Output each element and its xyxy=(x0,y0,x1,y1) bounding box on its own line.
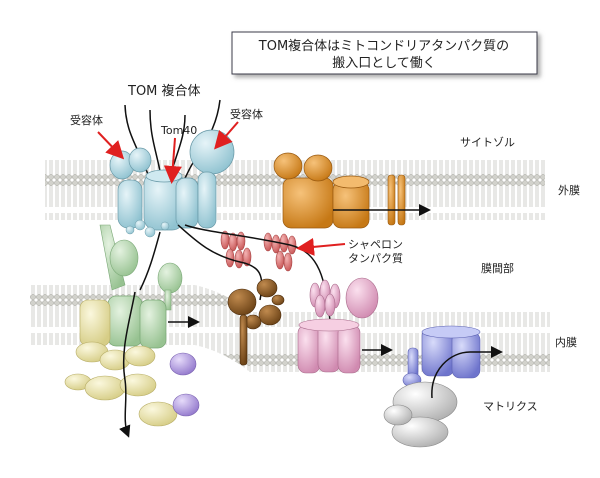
grey-matrix-protein xyxy=(383,381,458,448)
matrix-chain-right xyxy=(431,346,503,399)
label-receptor-right: 受容体 xyxy=(230,107,263,121)
red-pointer-arrows xyxy=(97,121,346,256)
label-cytosol: サイトゾル xyxy=(460,136,515,149)
chaperone-proteins xyxy=(220,230,297,272)
label-matrix: マトリクス xyxy=(483,400,538,413)
label-inner-membrane: 内膜 xyxy=(555,335,577,349)
label-intermembrane-space: 膜間部 xyxy=(481,261,514,275)
title-line-1: TOM複合体はミトコンドリアタンパク質の xyxy=(258,38,509,54)
label-receptor-left: 受容体 xyxy=(70,113,103,127)
label-chaperone-line-2: タンパク質 xyxy=(348,251,403,265)
tim-green-complex xyxy=(99,224,200,349)
brown-protein xyxy=(227,278,285,366)
tim-yellow-complex xyxy=(64,299,178,427)
outer-membrane-orange-protein xyxy=(273,152,431,229)
label-outer-membrane: 外膜 xyxy=(558,184,580,197)
label-tom-complex: TOM 複合体 xyxy=(127,83,201,99)
title-box: TOM複合体はミトコンドリアタンパク質の 搬入口として働く xyxy=(231,31,538,75)
title-line-2: 搬入口として働く xyxy=(332,56,436,71)
tom-complex xyxy=(109,129,235,238)
matrix-chain-left xyxy=(119,291,136,438)
label-tom40: Tom40 xyxy=(160,124,197,137)
tim-pink-complex xyxy=(297,277,393,374)
purple-proteins xyxy=(169,352,200,417)
label-chaperone-line-1: シャペロン xyxy=(348,238,403,251)
